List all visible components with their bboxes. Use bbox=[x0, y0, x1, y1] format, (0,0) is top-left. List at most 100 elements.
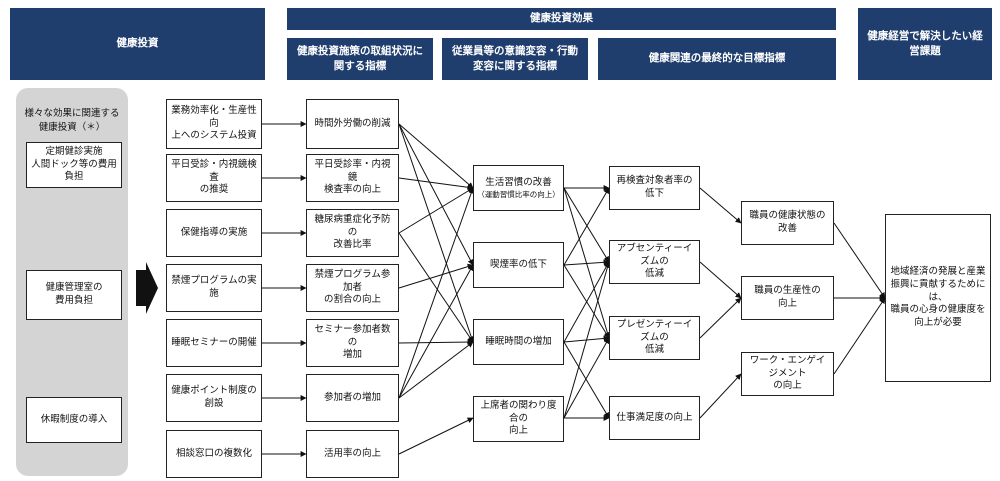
investment-measure: 業務効率化・生産性向 上へのシステム投資 bbox=[166, 99, 262, 149]
header-effect-label: 健康投資効果 bbox=[530, 12, 593, 25]
behavior-indicator: 生活習慣の改善 （運動習慣比率の向上） bbox=[473, 165, 564, 211]
header-effect-sub2-label: 従業員等の意識変容・行動変容に関する指標 bbox=[452, 44, 578, 72]
edge-c4-c5-1 bbox=[699, 187, 742, 224]
edge-c2-c3-6c bbox=[398, 341, 474, 399]
box-line1: 仕事満足度の向上 bbox=[616, 411, 693, 423]
panel-item-line2: 人間ドック等の費用負担 bbox=[31, 158, 117, 183]
final-goal-indicator: ワーク・エンゲイジメント の向上 bbox=[741, 352, 834, 396]
edge-c3-c4-4a bbox=[563, 261, 611, 419]
activity-indicator: 時間外労働の削減 bbox=[306, 99, 399, 149]
box-line1: 活用率の向上 bbox=[323, 447, 381, 459]
box-line1: 参加者の増加 bbox=[323, 391, 381, 403]
box-line1: 職員の健康状態の bbox=[749, 210, 826, 222]
behavior-indicator: 喫煙率の低下 bbox=[473, 242, 564, 288]
activity-indicator: 活用率の向上 bbox=[306, 430, 399, 478]
management-issue-box: 地域経済の発展と産業 振興に貢献するためには、 職員の心身の健康度を 向上が必要 bbox=[885, 214, 991, 382]
box-line2: 改善 bbox=[777, 223, 797, 234]
box-line2: （運動習慣比率の向上） bbox=[477, 189, 560, 199]
header-effect-sub2: 従業員等の意識変容・行動変容に関する指標 bbox=[442, 38, 588, 80]
final-goal-indicator: 職員の生産性の 向上 bbox=[741, 276, 834, 320]
panel-item-line1: 健康管理室の bbox=[45, 282, 103, 294]
box-line1: 禁煙プログラム参加者 bbox=[314, 268, 391, 293]
box-line1: 上席者の関わり度合の bbox=[480, 399, 557, 424]
header-issue: 健康経営で解決したい経営課題 bbox=[858, 8, 992, 80]
box-line2: 創設 bbox=[204, 398, 224, 409]
investment-panel-title-line2: 健康投資（＊） bbox=[38, 121, 106, 133]
box-line1: 糖尿病重症化予防の bbox=[314, 213, 391, 238]
header-effect: 健康投資効果 bbox=[287, 8, 836, 30]
edge-c2-c3-1b bbox=[398, 123, 474, 266]
box-line1: 睡眠セミナーの開催 bbox=[171, 336, 257, 348]
goal-line3: 職員の心身の健康度を bbox=[890, 304, 986, 316]
panel-item-leave: 休暇制度の導入 bbox=[26, 397, 122, 443]
activity-indicator: 禁煙プログラム参加者 の割合の向上 bbox=[306, 264, 399, 312]
box-line1: アブセンティーイズムの bbox=[616, 242, 693, 267]
box-line1: 平日受診率・内視鏡 bbox=[314, 158, 391, 183]
goal-line1: 地域経済の発展と産業 bbox=[890, 265, 986, 277]
box-line2: 低減 bbox=[644, 344, 664, 356]
header-effect-sub1: 健康投資施策の取組状況に関する指標 bbox=[287, 38, 433, 80]
box-line2: の推奨 bbox=[199, 184, 229, 196]
activity-indicator: 糖尿病重症化予防の 改善比率 bbox=[306, 209, 399, 257]
edge-c3-c4-1b bbox=[563, 187, 610, 263]
activity-indicator: 参加者の増加 bbox=[306, 374, 399, 422]
edge-c2-c3-7 bbox=[398, 417, 474, 455]
box-line1: 禁煙プログラムの実施 bbox=[171, 275, 257, 299]
edge-c5-goal-3 bbox=[833, 297, 886, 375]
box-line2: の割合の向上 bbox=[323, 294, 381, 306]
edge-c2-c3-3a bbox=[398, 187, 474, 234]
block-arrow-icon bbox=[136, 262, 158, 314]
header-effect-sub1-label: 健康投資施策の取組状況に関する指標 bbox=[297, 44, 423, 72]
investment-measure: 健康ポイント制度の 創設 bbox=[166, 374, 262, 422]
panel-item-line1: 定期健診実施 bbox=[45, 145, 103, 157]
edge-c2-c3-2 bbox=[398, 177, 474, 191]
box-line1: 相談窓口の複数化 bbox=[175, 447, 252, 459]
investment-measure: 保健指導の実施 bbox=[166, 209, 262, 257]
edge-c3-c4-4b bbox=[563, 337, 610, 419]
box-line2: 改善比率 bbox=[333, 239, 372, 251]
panel-item-line2: 費用負担 bbox=[54, 295, 93, 306]
box-line1: 時間外労働の削減 bbox=[314, 117, 391, 129]
box-line2: 低下 bbox=[644, 188, 664, 199]
final-goal-indicator: 職員の健康状態の 改善 bbox=[741, 201, 834, 245]
edge-c2-c3-1a bbox=[398, 123, 474, 189]
outcome-indicator: 再検査対象者率の 低下 bbox=[609, 166, 700, 210]
investment-measure: 平日受診・内視鏡検査 の推奨 bbox=[166, 154, 262, 202]
header-investment-label: 健康投資 bbox=[116, 37, 159, 50]
edge-c3-c4-3a bbox=[563, 261, 610, 343]
box-line1: 生活習慣の改善 bbox=[485, 177, 552, 189]
panel-item-checkup: 定期健診実施 人間ドック等の費用負担 bbox=[26, 142, 122, 188]
panel-item-health-room: 健康管理室の 費用負担 bbox=[26, 270, 122, 320]
box-line1: 健康ポイント制度の bbox=[171, 385, 257, 397]
outcome-indicator: プレゼンティーイズムの 低減 bbox=[609, 316, 700, 360]
edge-c2-c3-6b bbox=[398, 264, 474, 399]
box-line1: セミナー参加者数の bbox=[314, 323, 391, 348]
edge-c5-goal-1 bbox=[833, 222, 886, 299]
edge-c2-c3-6a bbox=[398, 187, 475, 399]
box-line1: プレゼンティーイズムの bbox=[616, 318, 693, 343]
investment-measure: 禁煙プログラムの実施 bbox=[166, 264, 262, 312]
edge-c2-c3-1c bbox=[398, 123, 475, 343]
edge-c4-c5-4 bbox=[699, 373, 742, 419]
edge-c3-c4-3c bbox=[563, 341, 610, 419]
box-line1: 職員の生産性の bbox=[754, 285, 821, 297]
outcome-indicator: 仕事満足度の向上 bbox=[609, 396, 700, 440]
box-line2: 向上 bbox=[508, 425, 528, 437]
box-line1: 業務効率化・生産性向 bbox=[171, 104, 257, 129]
box-line1: 保健指導の実施 bbox=[180, 226, 248, 238]
header-issue-label: 健康経営で解決したい経営課題 bbox=[867, 29, 983, 57]
goal-line2: 振興に貢献するためには、 bbox=[890, 278, 986, 303]
box-line1: 平日受診・内視鏡検査 bbox=[171, 158, 257, 183]
edge-c4-c5-2 bbox=[699, 261, 742, 299]
activity-indicator: 平日受診率・内視鏡 検査率の向上 bbox=[306, 154, 399, 202]
box-line2: 上へのシステム投資 bbox=[171, 130, 257, 142]
outcome-indicator: アブセンティーイズムの 低減 bbox=[609, 240, 700, 284]
investment-panel-title: 様々な効果に関連する 健康投資（＊） bbox=[16, 107, 128, 135]
box-line2: 低減 bbox=[644, 268, 664, 280]
header-effect-sub3: 健康関連の最終的な目標指標 bbox=[598, 38, 836, 80]
investment-measure: 相談窓口の複数化 bbox=[166, 430, 262, 478]
box-line2: 検査率の向上 bbox=[323, 184, 381, 196]
box-line1: 再検査対象者率の bbox=[616, 175, 693, 187]
header-investment: 健康投資 bbox=[10, 8, 265, 80]
